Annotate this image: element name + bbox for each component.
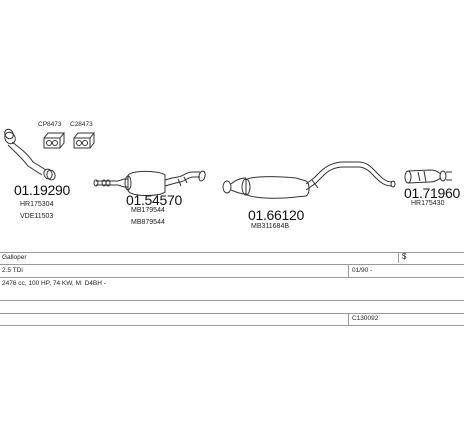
- exhaust-diagram: CP8473 C28473 01.19290 HR175304 VDE11503…: [4, 121, 460, 230]
- part-number-4: 01.71960: [404, 185, 460, 201]
- table-divider: [398, 252, 399, 263]
- part-ref-4a: HR175430: [411, 200, 445, 207]
- vehicle-date: 01/90 -: [352, 267, 373, 274]
- front-pipe-drawing: [4, 128, 56, 181]
- kit-c28473-drawing: [73, 132, 96, 149]
- part-ref-1b: VDE11503: [20, 213, 54, 220]
- kit-cp8473-drawing: [43, 132, 66, 149]
- table-line: [0, 277, 464, 278]
- vehicle-spec: 2476 cc, 100 HP, 74 KW, M: D4BH -: [2, 280, 106, 287]
- vehicle-model: Galloper: [2, 254, 27, 261]
- table-line: [0, 325, 464, 326]
- part-ref-1a: HR175304: [20, 201, 54, 208]
- part-ref-2a: MB179544: [131, 207, 165, 214]
- exhaust-drawing: [4, 128, 452, 199]
- kit-label-cp8473: CP8473: [38, 121, 62, 128]
- part-number-2: 01.54570: [126, 192, 182, 208]
- part-number-1: 01.19290: [14, 182, 70, 198]
- marker-icon: $: [402, 252, 407, 261]
- tail-pipe-drawing: [404, 169, 452, 184]
- part-ref-3a: MB311684B: [251, 223, 290, 230]
- table-line: [0, 300, 464, 301]
- table-line: [0, 264, 464, 265]
- table-line: [0, 313, 464, 314]
- kit-label-c28473: C28473: [70, 121, 93, 128]
- part-ref-2b: MB879544: [131, 219, 165, 226]
- rear-silencer-drawing: [222, 161, 396, 199]
- table-divider: [348, 313, 349, 325]
- vehicle-code: C130092: [352, 315, 379, 322]
- table-divider: [348, 264, 349, 277]
- vehicle-engine: 2.5 TDi: [2, 267, 23, 274]
- part-number-3: 01.66120: [248, 207, 304, 223]
- table-line: [0, 252, 464, 253]
- middle-silencer-drawing: [93, 170, 206, 196]
